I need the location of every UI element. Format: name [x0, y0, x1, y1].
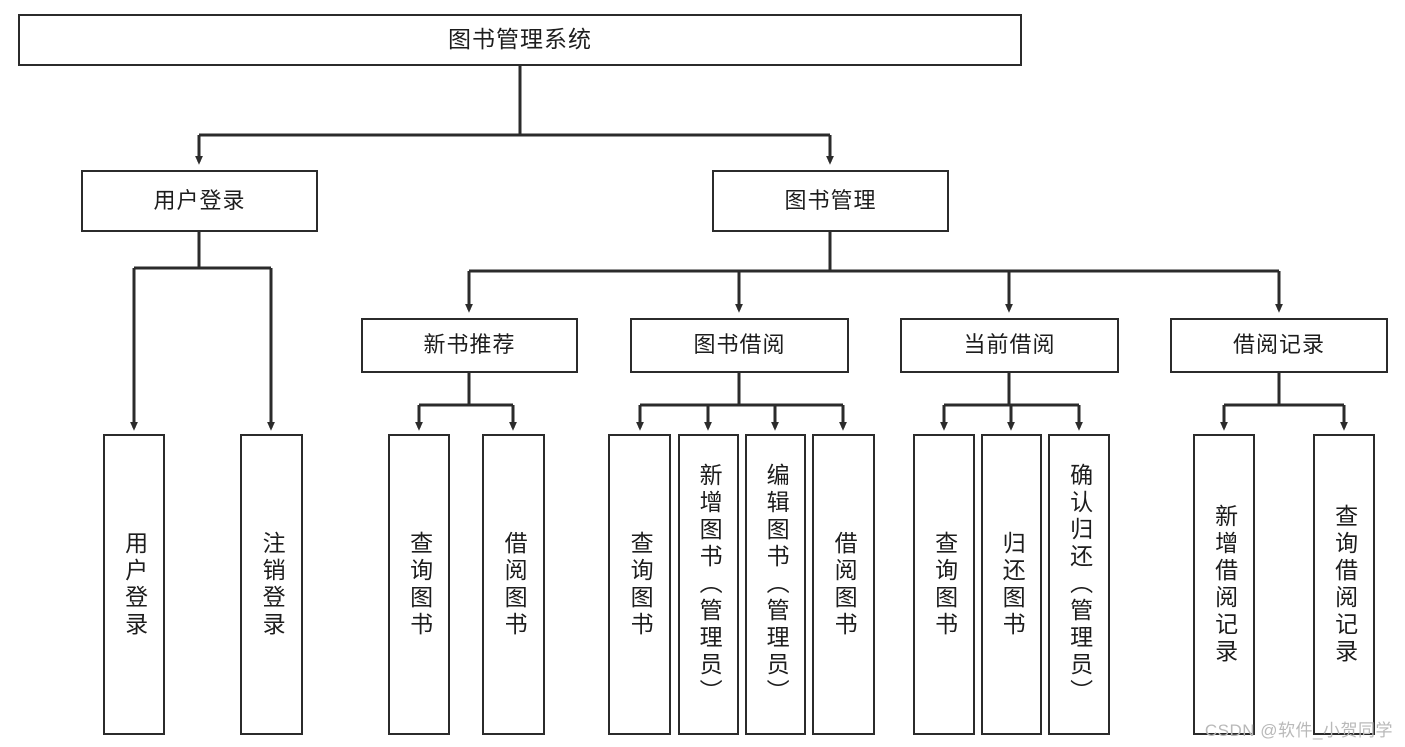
node-leaf-confirm-return-label: 确认归还（管理员）: [1066, 463, 1093, 706]
node-new-book-recommend-label: 新书推荐: [423, 332, 516, 358]
node-leaf-query-book-2-label: 查询图书: [627, 530, 654, 639]
node-user-login[interactable]: 用户登录: [81, 170, 318, 232]
node-leaf-confirm-return[interactable]: 确认归还（管理员）: [1048, 434, 1110, 735]
node-book-manage-label: 图书管理: [784, 187, 877, 213]
node-book-borrow-label: 图书借阅: [693, 332, 786, 358]
node-leaf-query-book-3-label: 查询图书: [931, 530, 958, 639]
node-leaf-edit-book-label: 编辑图书（管理员）: [763, 463, 790, 706]
node-book-manage[interactable]: 图书管理: [712, 170, 949, 232]
node-leaf-query-book-1[interactable]: 查询图书: [388, 434, 450, 735]
node-leaf-edit-book[interactable]: 编辑图书（管理员）: [745, 434, 806, 735]
node-borrow-record-label: 借阅记录: [1232, 332, 1325, 358]
node-user-login-label: 用户登录: [153, 187, 246, 213]
node-leaf-borrow-book-2[interactable]: 借阅图书: [812, 434, 875, 735]
node-leaf-add-book[interactable]: 新增图书（管理员）: [678, 434, 739, 735]
node-leaf-return-book[interactable]: 归还图书: [981, 434, 1042, 735]
node-leaf-borrow-book-1[interactable]: 借阅图书: [482, 434, 545, 735]
node-leaf-user-login-label: 用户登录: [121, 530, 148, 639]
node-root[interactable]: 图书管理系统: [18, 14, 1022, 66]
watermark: CSDN @软件_小贺同学: [1204, 721, 1393, 740]
node-leaf-query-record-label: 查询借阅记录: [1331, 503, 1358, 666]
node-current-borrow[interactable]: 当前借阅: [900, 318, 1119, 373]
node-root-label: 图书管理系统: [448, 26, 592, 53]
node-leaf-query-book-2[interactable]: 查询图书: [608, 434, 671, 735]
node-new-book-recommend[interactable]: 新书推荐: [361, 318, 578, 373]
node-leaf-user-logout[interactable]: 注销登录: [240, 434, 303, 735]
node-leaf-add-book-label: 新增图书（管理员）: [696, 463, 723, 706]
node-leaf-user-login[interactable]: 用户登录: [103, 434, 165, 735]
node-borrow-record[interactable]: 借阅记录: [1170, 318, 1388, 373]
node-leaf-borrow-book-2-label: 借阅图书: [831, 530, 858, 639]
node-leaf-add-record-label: 新增借阅记录: [1211, 503, 1238, 666]
node-leaf-add-record[interactable]: 新增借阅记录: [1193, 434, 1255, 735]
node-current-borrow-label: 当前借阅: [963, 332, 1056, 358]
node-leaf-query-record[interactable]: 查询借阅记录: [1313, 434, 1375, 735]
node-leaf-borrow-book-1-label: 借阅图书: [501, 530, 528, 639]
node-leaf-query-book-3[interactable]: 查询图书: [913, 434, 975, 735]
node-book-borrow[interactable]: 图书借阅: [630, 318, 849, 373]
node-leaf-user-logout-label: 注销登录: [259, 530, 286, 639]
node-leaf-query-book-1-label: 查询图书: [406, 530, 433, 639]
node-leaf-return-book-label: 归还图书: [999, 530, 1026, 639]
